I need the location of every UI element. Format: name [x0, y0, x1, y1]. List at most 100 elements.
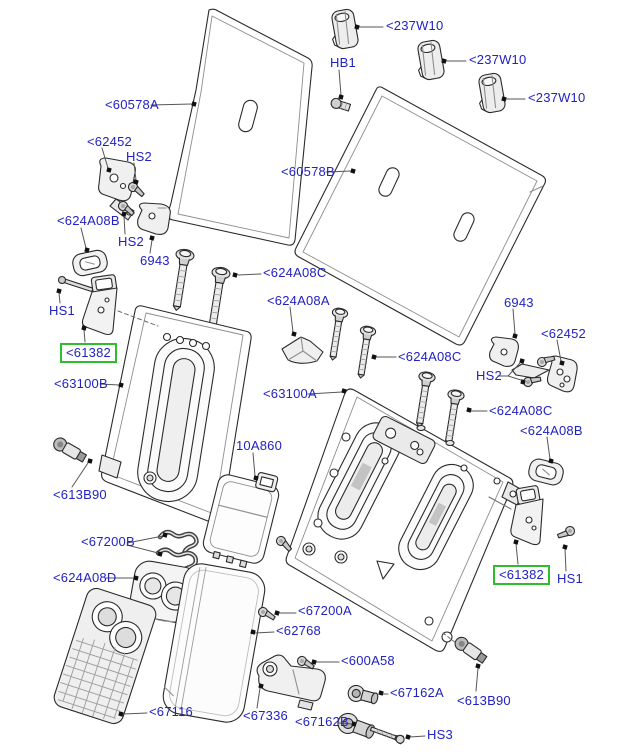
part-label-HS3-37[interactable]: HS3 — [427, 727, 453, 742]
part-label-624A08D-28[interactable]: <624A08D — [53, 570, 117, 585]
leader-marker — [354, 24, 360, 30]
bezel-624a08b-left — [70, 248, 110, 278]
part-label-67336-35[interactable]: <67336 — [243, 708, 288, 723]
part-label-613B90-34[interactable]: <613B90 — [457, 693, 511, 708]
bolt-624a08c-3 — [324, 306, 349, 362]
part-label-624A08C-20[interactable]: <624A08C — [489, 403, 553, 418]
leader-marker — [106, 167, 112, 173]
part-label-HS2-19[interactable]: HS2 — [476, 368, 502, 383]
leader-marker — [274, 610, 280, 616]
leader-marker — [512, 333, 518, 339]
leader-marker — [338, 94, 344, 100]
part-label-HB1-3[interactable]: HB1 — [330, 55, 356, 70]
part-label-HS2-9[interactable]: HS2 — [118, 234, 144, 249]
leader-line — [151, 104, 192, 105]
leader-line — [100, 384, 119, 385]
part-label-67200A-31[interactable]: <67200A — [298, 603, 352, 618]
leader-marker — [56, 288, 62, 294]
part-label-60578A-4[interactable]: <60578A — [105, 97, 159, 112]
leader-line — [72, 463, 88, 487]
part-label-67162B-36[interactable]: <67162B — [295, 714, 349, 729]
part-label-613B90-26[interactable]: <613B90 — [53, 487, 107, 502]
hb1-screw-drawing — [330, 97, 351, 112]
part-label-624A08B-8[interactable]: <624A08B — [57, 213, 120, 228]
bolt-624a08c-2 — [202, 265, 232, 331]
part-label-61382-12[interactable]: <61382 — [60, 343, 117, 363]
part-label-62768-30[interactable]: <62768 — [276, 623, 321, 638]
leader-line — [81, 228, 86, 248]
bracket-6943-right-drawing — [490, 337, 519, 366]
bolt-624a08c-1 — [166, 247, 196, 313]
bushing-67162a — [345, 683, 381, 708]
part-label-62452-18[interactable]: <62452 — [541, 326, 586, 341]
part-label-624A08A-15[interactable]: <624A08A — [267, 293, 330, 308]
leader-marker — [253, 475, 259, 481]
leader-marker — [559, 360, 565, 366]
part-label-10A860-23[interactable]: 10A860 — [236, 438, 283, 453]
leader-marker — [162, 532, 168, 538]
part-label-HS1-11[interactable]: HS1 — [49, 303, 75, 318]
part-label-624A08B-21[interactable]: <624A08B — [520, 423, 583, 438]
bracket-67336-drawing — [257, 655, 325, 710]
part-label-67162A-33[interactable]: <67162A — [390, 685, 444, 700]
leader-line — [508, 363, 520, 376]
headrest-guide-1 — [327, 7, 360, 51]
part-label-67200B-27[interactable]: <67200B — [81, 534, 135, 549]
leader-line — [134, 163, 136, 180]
leader-line — [308, 392, 342, 394]
bolt-624a08c-6 — [439, 388, 466, 447]
part-label-624A08C-14[interactable]: <624A08C — [263, 265, 327, 280]
leader-marker — [466, 407, 472, 413]
part-label-HS2-7[interactable]: HS2 — [126, 149, 152, 164]
leader-line — [127, 545, 158, 553]
leader-line — [516, 544, 518, 564]
part-label-600A58-32[interactable]: <600A58 — [341, 653, 395, 668]
leader-marker — [378, 690, 384, 696]
bolt-613b90-left — [50, 435, 89, 465]
leader-marker — [118, 711, 124, 717]
leader-marker — [250, 629, 256, 635]
part-label-237W10-1[interactable]: <237W10 — [469, 52, 527, 67]
latch-62452-right-drawing — [512, 356, 577, 392]
part-label-60578B-5[interactable]: <60578B — [281, 164, 335, 179]
leader-marker — [291, 331, 297, 337]
leader-marker — [121, 211, 127, 217]
leader-line — [84, 330, 85, 342]
leader-marker — [405, 734, 411, 740]
leader-marker — [520, 379, 526, 385]
part-label-67116-29[interactable]: <67116 — [149, 704, 193, 719]
leader-line — [339, 70, 341, 95]
leader-line — [238, 274, 261, 275]
leader-line — [547, 437, 550, 459]
leader-marker — [84, 247, 90, 253]
part-label-6943-10[interactable]: 6943 — [140, 253, 170, 268]
leader-marker — [157, 551, 163, 557]
leader-line — [127, 536, 163, 543]
leader-line — [255, 632, 274, 633]
leader-line — [150, 240, 152, 253]
leader-marker — [475, 663, 481, 669]
wedge-624a08a-drawing — [282, 337, 323, 363]
armrest-cover-62768-drawing — [160, 561, 267, 725]
leader-marker — [341, 388, 347, 394]
part-label-61382-24[interactable]: <61382 — [493, 565, 550, 585]
part-label-237W10-0[interactable]: <237W10 — [386, 18, 444, 33]
frame-63100a-drawing — [286, 389, 524, 651]
part-label-63100B-13[interactable]: <63100B — [54, 376, 108, 391]
part-label-6943-17[interactable]: 6943 — [504, 295, 534, 310]
leader-line — [124, 216, 125, 234]
part-label-62452-6[interactable]: <62452 — [87, 134, 132, 149]
hs1-pin-left — [58, 276, 94, 294]
part-label-237W10-2[interactable]: <237W10 — [528, 90, 586, 105]
part-label-63100A-22[interactable]: <63100A — [263, 386, 317, 401]
bolt-624a08c-4 — [352, 324, 377, 380]
leader-marker — [258, 683, 264, 689]
leader-marker — [133, 575, 139, 581]
part-label-HS1-25[interactable]: HS1 — [557, 571, 583, 586]
part-label-624A08C-16[interactable]: <624A08C — [398, 349, 462, 364]
hs1-screw-right — [556, 523, 577, 544]
panel-10a860-drawing — [200, 463, 283, 571]
assembly-guide-lines — [118, 311, 511, 643]
